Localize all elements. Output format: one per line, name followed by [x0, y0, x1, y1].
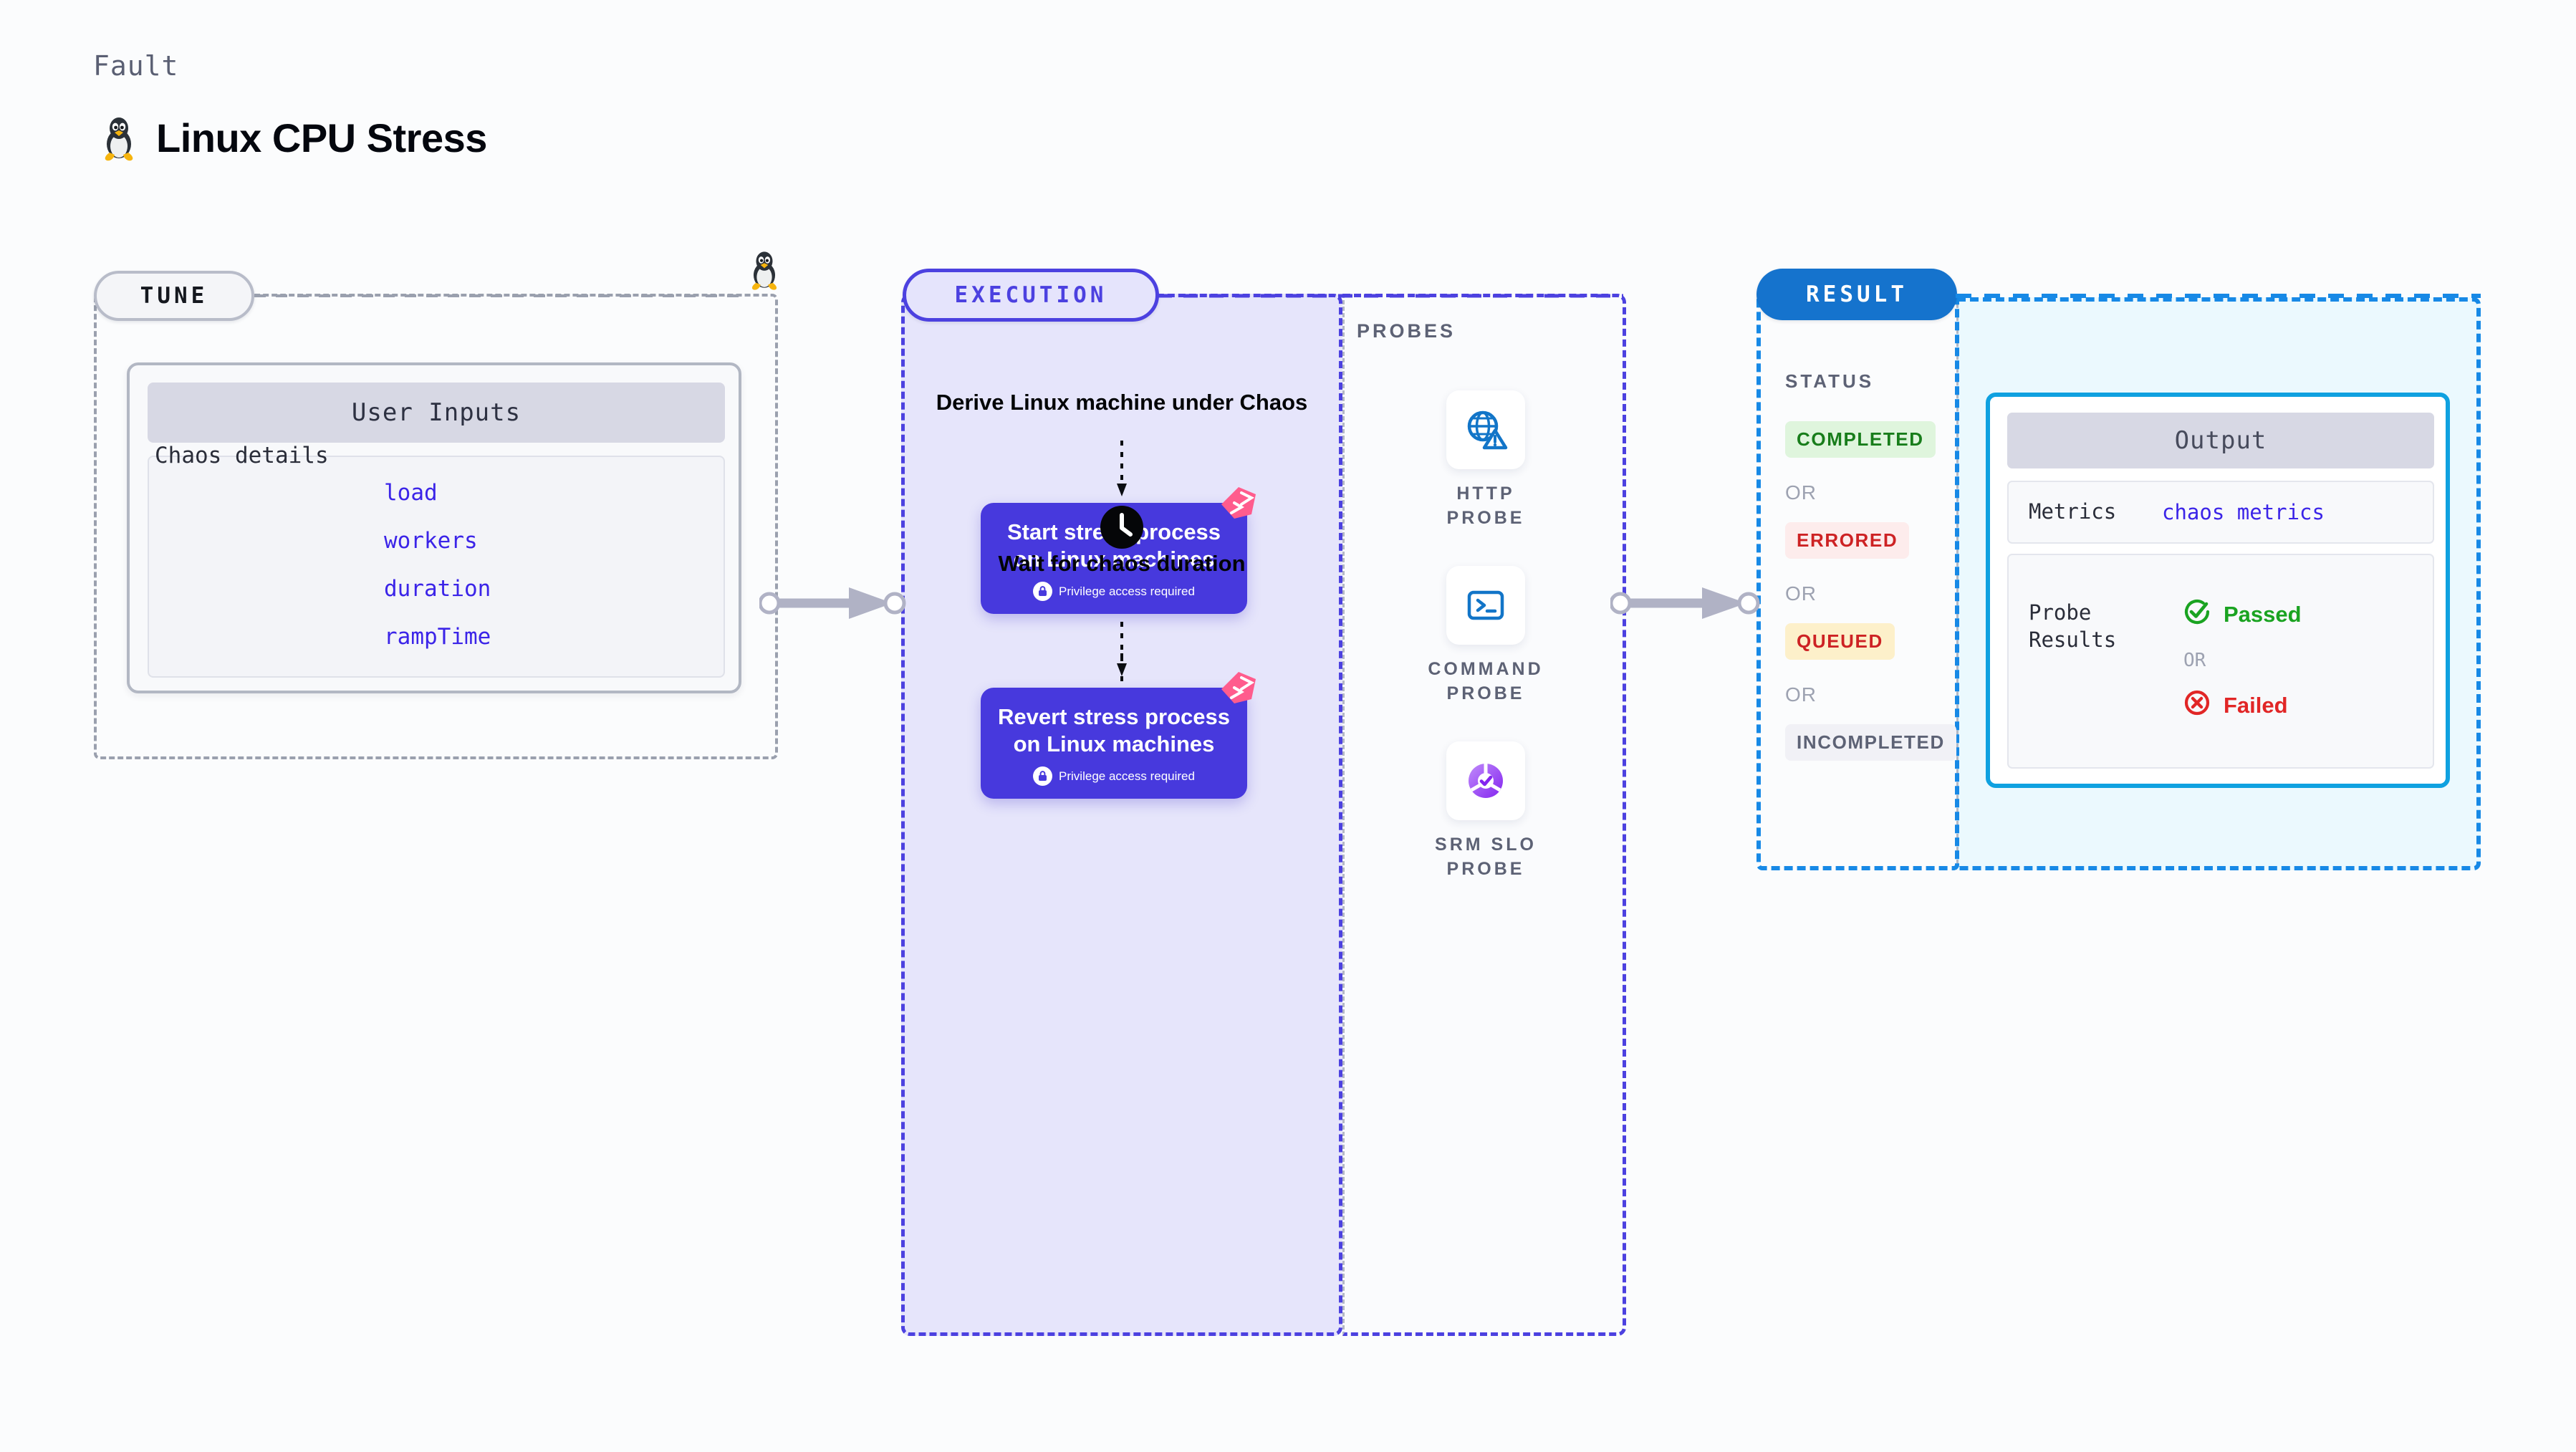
probe-command[interactable]: COMMAND PROBE: [1414, 566, 1557, 706]
check-circle-icon: [2182, 597, 2212, 633]
probe-result-failed-label: Failed: [2224, 693, 2288, 718]
execution-stage-badge[interactable]: EXECUTION: [903, 269, 1159, 322]
execution-step-revert-stress-card[interactable]: Revert stress process on Linux machines …: [981, 672, 1256, 799]
probe-http[interactable]: HTTP PROBE: [1414, 390, 1557, 531]
globe-warning-icon: [1446, 390, 1525, 469]
slo-donut-check-icon: [1446, 741, 1525, 820]
output-metrics-value[interactable]: chaos metrics: [2162, 500, 2325, 524]
lock-icon: [1033, 582, 1053, 602]
chaos-param-duration[interactable]: duration: [384, 576, 491, 602]
probes-section-label: PROBES: [1357, 320, 1456, 342]
connector-execution-to-result: [1610, 587, 1760, 619]
status-or-2: OR: [1785, 582, 1817, 605]
probe-srm-slo[interactable]: SRM SLO PROBE: [1414, 741, 1557, 882]
execution-step-revert-stress-label: Revert stress process on Linux machines: [998, 704, 1230, 757]
page-title: Linux CPU Stress: [100, 115, 487, 161]
result-header-dashed-line: [1956, 294, 2481, 298]
execution-step-start-stress-card[interactable]: Start stress process on Linux machines P…: [981, 487, 1256, 615]
harness-logo-icon: [1220, 486, 1257, 525]
status-badge-queued: QUEUED: [1785, 623, 1895, 660]
output-metrics-label: Metrics: [2029, 499, 2117, 524]
probe-result-failed: Failed: [2182, 688, 2288, 723]
execution-header-dashed-line: [1158, 294, 1623, 298]
output-probe-results-label: Probe Results: [2029, 600, 2117, 652]
page-title-text: Linux CPU Stress: [156, 115, 487, 160]
x-circle-icon: [2182, 688, 2212, 723]
result-stage-badge[interactable]: RESULT: [1756, 269, 1957, 320]
execution-step-derive-label: Derive Linux machine under Chaos: [936, 390, 1308, 415]
privilege-note-revert: Privilege access required: [992, 766, 1236, 787]
flow-arrow-1: [1117, 441, 1127, 496]
fault-kicker: Fault: [93, 50, 179, 82]
privilege-note-start: Privilege access required: [992, 582, 1236, 602]
chaos-details-label: Chaos details: [155, 443, 329, 468]
probe-result-or: OR: [2183, 650, 2206, 671]
probe-result-passed-label: Passed: [2224, 602, 2302, 627]
lock-icon: [1033, 766, 1053, 787]
probe-result-passed: Passed: [2182, 597, 2302, 633]
probe-command-label: COMMAND PROBE: [1428, 659, 1544, 703]
privilege-note-revert-text: Privilege access required: [1059, 769, 1195, 783]
chaos-details-panel: [148, 456, 725, 678]
chaos-param-load[interactable]: load: [384, 480, 438, 506]
user-inputs-card: User Inputs Chaos details load workers d…: [127, 362, 741, 693]
execution-flow: Derive Linux machine under Chaos Start s…: [901, 294, 1342, 1336]
tune-linux-penguin-icon: [748, 249, 781, 291]
user-inputs-title: User Inputs: [148, 383, 725, 443]
output-title: Output: [2007, 413, 2434, 468]
connector-tune-to-execution: [759, 587, 906, 619]
status-or-1: OR: [1785, 481, 1817, 504]
status-badge-incompleted: INCOMPLETED: [1785, 724, 1956, 761]
output-card: Output Metrics chaos metrics Probe Resul…: [1986, 393, 2450, 788]
privilege-note-start-text: Privilege access required: [1059, 584, 1195, 598]
chaos-param-workers[interactable]: workers: [384, 528, 478, 554]
clock-icon: [1100, 505, 1144, 553]
flow-arrow-wait-to-revert: [1117, 622, 1127, 676]
probe-srm-slo-label: SRM SLO PROBE: [1435, 835, 1537, 879]
probe-http-label: HTTP PROBE: [1446, 484, 1525, 528]
execution-step-wait-label: Wait for chaos duration: [998, 551, 1246, 576]
result-status-label: STATUS: [1785, 370, 1875, 392]
linux-penguin-icon: [100, 115, 138, 161]
status-badge-errored: ERRORED: [1785, 522, 1910, 559]
terminal-prompt-icon: [1446, 566, 1525, 645]
tune-header-dashed-line: [254, 294, 749, 297]
output-metrics-row: Metrics chaos metrics: [2007, 481, 2434, 544]
harness-logo-icon: [1220, 670, 1257, 710]
tune-stage-badge[interactable]: TUNE: [94, 271, 254, 321]
status-badge-completed: COMPLETED: [1785, 421, 1936, 458]
chaos-param-ramptime[interactable]: rampTime: [384, 624, 491, 650]
status-or-3: OR: [1785, 683, 1817, 706]
output-probe-results-row: Probe Results Passed OR Failed: [2007, 554, 2434, 769]
